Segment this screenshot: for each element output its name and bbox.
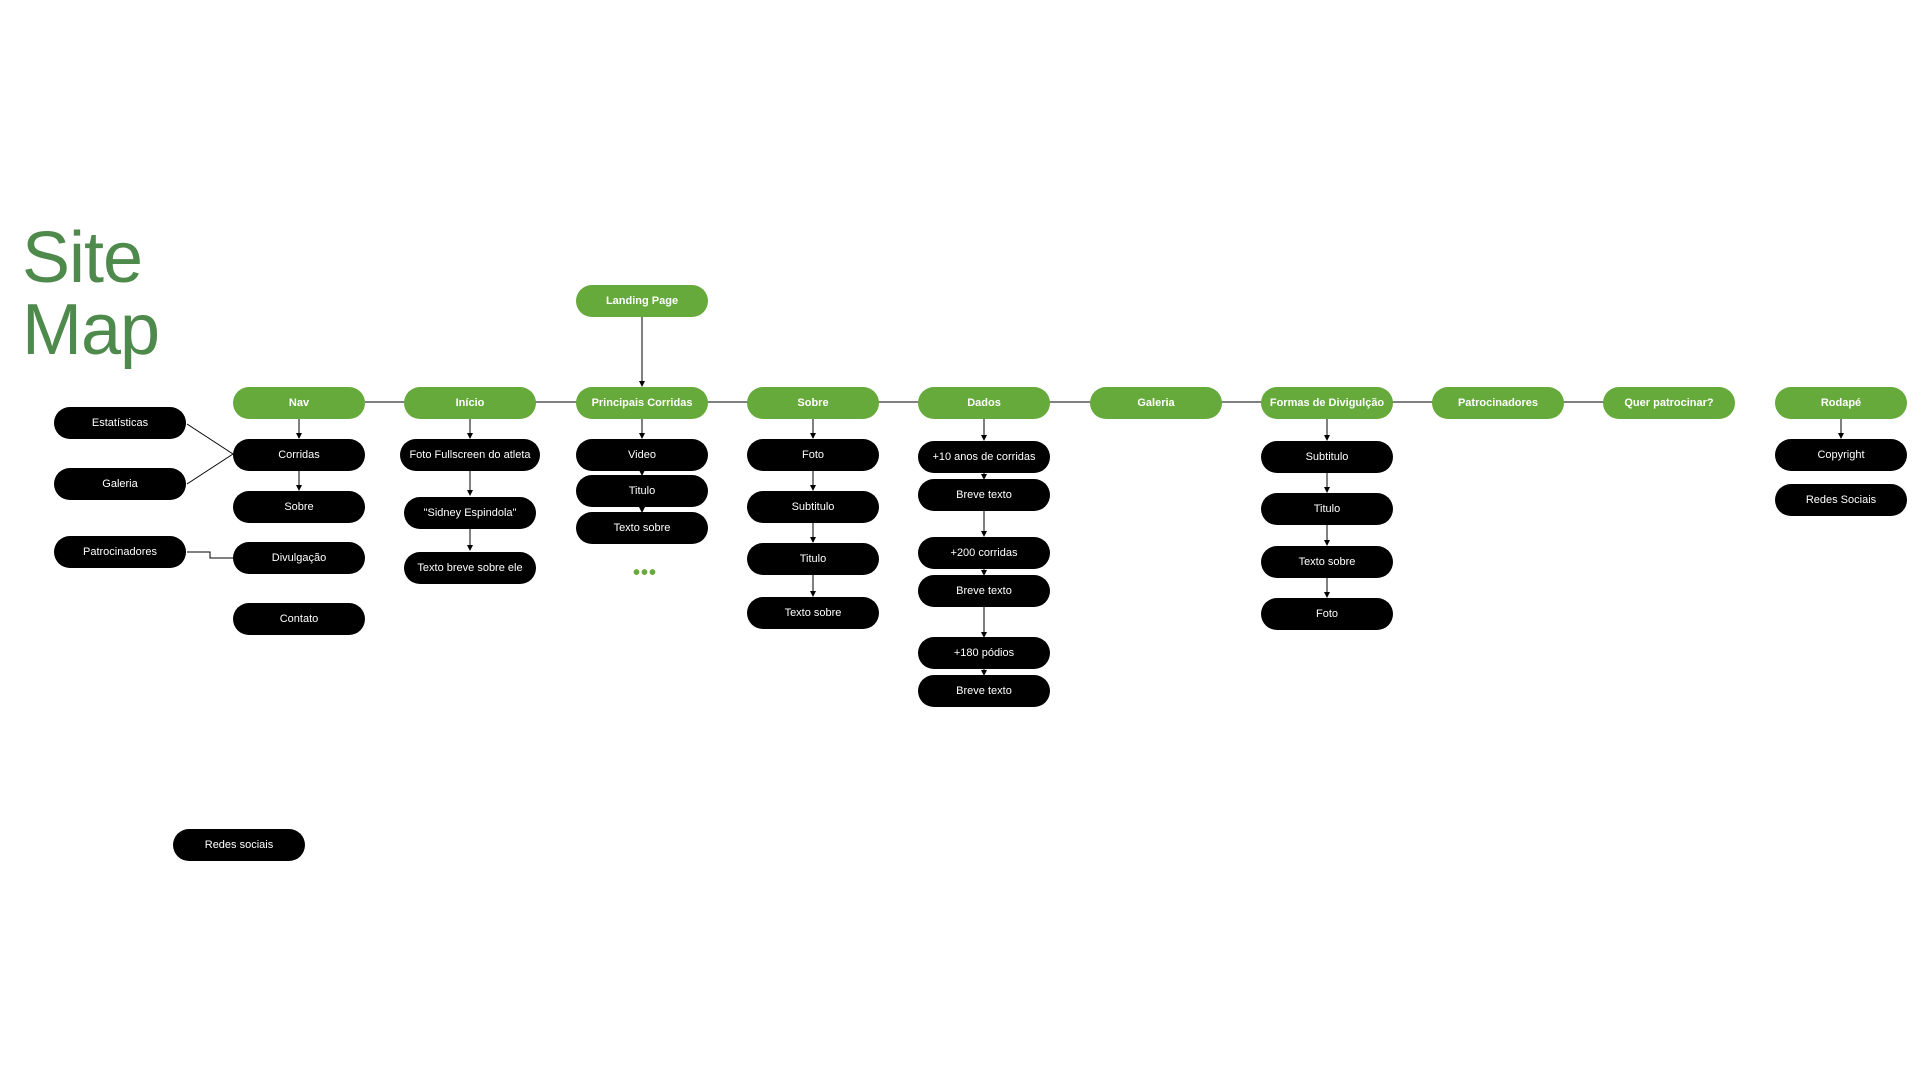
corridas-item-texto: Texto sobre	[576, 512, 708, 544]
dados-item-breve-1: Breve texto	[918, 479, 1050, 511]
sobre-item-foto: Foto	[747, 439, 879, 471]
landing-page-node: Landing Page	[576, 285, 708, 317]
section-galeria: Galeria	[1090, 387, 1222, 419]
section-nav: Nav	[233, 387, 365, 419]
dados-item-corridas: +200 corridas	[918, 537, 1050, 569]
section-formas-de-divulgacao: Formas de Divigulção	[1261, 387, 1393, 419]
formas-item-subtitulo: Subtitulo	[1261, 441, 1393, 473]
sobre-item-texto: Texto sobre	[747, 597, 879, 629]
nav-side-estatisticas: Estatísticas	[54, 407, 186, 439]
dados-item-anos: +10 anos de corridas	[918, 441, 1050, 473]
section-rodape: Rodapé	[1775, 387, 1907, 419]
sobre-item-titulo: Titulo	[747, 543, 879, 575]
inicio-item-texto: Texto breve sobre ele	[404, 552, 536, 584]
extra-redes-sociais: Redes sociais	[173, 829, 305, 861]
corridas-item-titulo: Titulo	[576, 475, 708, 507]
nav-item-corridas: Corridas	[233, 439, 365, 471]
sobre-item-subtitulo: Subtitulo	[747, 491, 879, 523]
title-line-2: Map	[22, 290, 160, 370]
nav-item-divulgacao: Divulgação	[233, 542, 365, 574]
corridas-item-video: Video	[576, 439, 708, 471]
nav-side-patrocinadores: Patrocinadores	[54, 536, 186, 568]
rodape-item-redes-sociais: Redes Sociais	[1775, 484, 1907, 516]
title-line-1: Site	[22, 218, 143, 298]
page-title: Site Map	[22, 218, 160, 370]
rodape-item-copyright: Copyright	[1775, 439, 1907, 471]
section-inicio: Início	[404, 387, 536, 419]
nav-side-galeria: Galeria	[54, 468, 186, 500]
section-quer-patrocinar: Quer patrocinar?	[1603, 387, 1735, 419]
inicio-item-nome: "Sidney Espindola"	[404, 497, 536, 529]
inicio-item-foto: Foto Fullscreen do atleta	[400, 439, 540, 471]
dados-item-podios: +180 pódios	[918, 637, 1050, 669]
formas-item-titulo: Titulo	[1261, 493, 1393, 525]
section-principais-corridas: Principais Corridas	[576, 387, 708, 419]
formas-item-foto: Foto	[1261, 598, 1393, 630]
nav-item-contato: Contato	[233, 603, 365, 635]
section-dados: Dados	[918, 387, 1050, 419]
dados-item-breve-2: Breve texto	[918, 575, 1050, 607]
nav-item-sobre: Sobre	[233, 491, 365, 523]
section-patrocinadores: Patrocinadores	[1432, 387, 1564, 419]
formas-item-texto: Texto sobre	[1261, 546, 1393, 578]
section-sobre: Sobre	[747, 387, 879, 419]
dados-item-breve-3: Breve texto	[918, 675, 1050, 707]
more-items-ellipsis: •••	[633, 562, 658, 584]
